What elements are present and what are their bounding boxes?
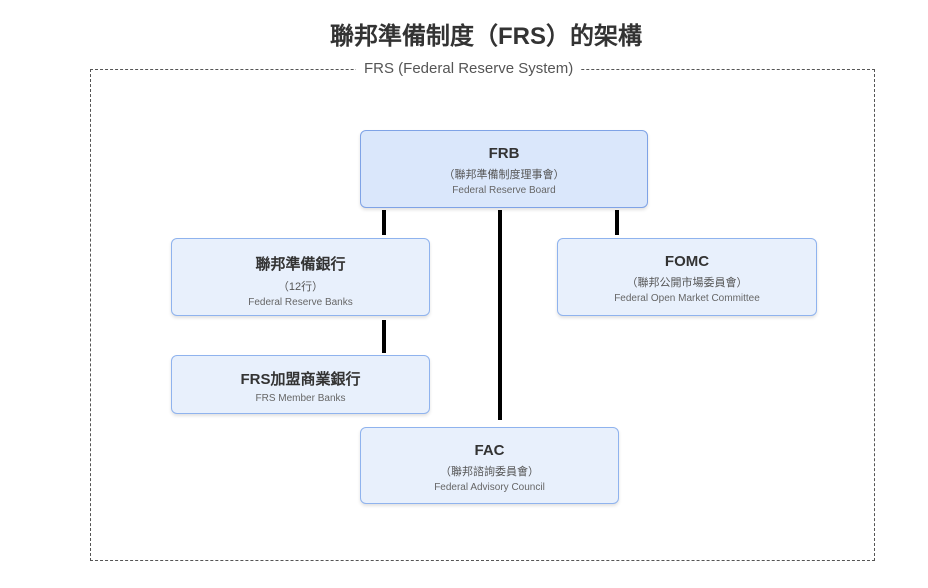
node-frb: FRB （聯邦準備制度理事會） Federal Reserve Board: [360, 130, 648, 208]
node-title: FRB: [488, 145, 520, 162]
node-subtitle-en: Federal Advisory Council: [434, 482, 545, 493]
connector-frb-banks: [382, 210, 386, 235]
node-member-banks: FRS加盟商業銀行 FRS Member Banks: [171, 355, 430, 414]
connector-frb-fomc: [615, 210, 619, 235]
node-title: FRS加盟商業銀行: [240, 371, 361, 388]
node-fac: FAC （聯邦諮詢委員會） Federal Advisory Council: [360, 427, 619, 504]
node-federal-reserve-banks: 聯邦準備銀行 （12行） Federal Reserve Banks: [171, 238, 430, 316]
frame-label: FRS (Federal Reserve System): [356, 60, 582, 77]
node-subtitle-en: Federal Reserve Banks: [248, 297, 353, 308]
node-title: FAC: [474, 442, 505, 459]
node-subtitle-en: Federal Open Market Committee: [614, 293, 760, 304]
page-title: 聯邦準備制度（FRS）的架構: [330, 23, 642, 50]
node-subtitle-zh: （聯邦公開市場委員會）: [626, 277, 748, 289]
node-title: 聯邦準備銀行: [255, 256, 346, 273]
node-title: FOMC: [664, 253, 710, 270]
node-subtitle-en: FRS Member Banks: [255, 393, 346, 404]
node-subtitle-zh: （聯邦準備制度理事會）: [443, 169, 565, 181]
node-subtitle-en: Federal Reserve Board: [452, 185, 556, 196]
connector-frb-fac: [498, 210, 502, 420]
node-fomc: FOMC （聯邦公開市場委員會） Federal Open Market Com…: [557, 238, 817, 316]
node-subtitle-zh: （聯邦諮詢委員會）: [440, 466, 539, 478]
node-subtitle-zh: （12行）: [277, 281, 324, 293]
connector-banks-members: [382, 320, 386, 353]
